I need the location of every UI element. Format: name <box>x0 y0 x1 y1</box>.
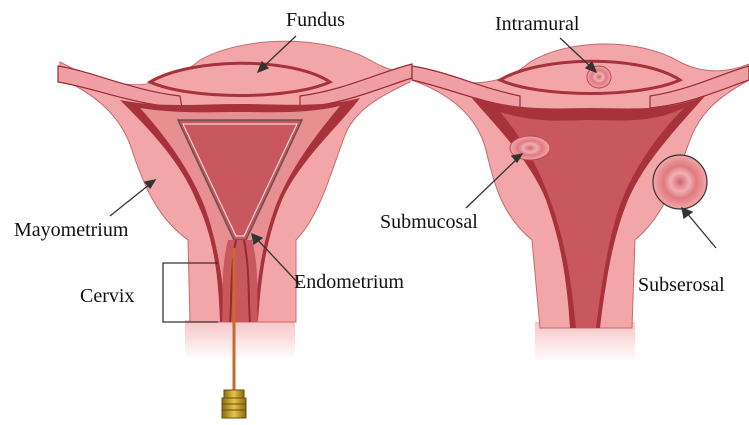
left-cervical-canal <box>222 240 258 322</box>
left-cervix-fade <box>185 320 295 360</box>
label-endometrium: Endometrium <box>294 272 404 292</box>
label-cervix: Cervix <box>80 286 134 306</box>
label-subserosal: Subserosal <box>638 275 725 295</box>
label-submucosal: Submucosal <box>380 212 478 232</box>
label-myometrium: Mayometrium <box>14 220 128 240</box>
label-fundus: Fundus <box>286 10 345 30</box>
label-intramural: Intramural <box>495 14 579 34</box>
subserosal-fibroid <box>653 155 707 209</box>
right-uterus <box>412 44 749 362</box>
catheter-connector-body <box>222 398 246 418</box>
